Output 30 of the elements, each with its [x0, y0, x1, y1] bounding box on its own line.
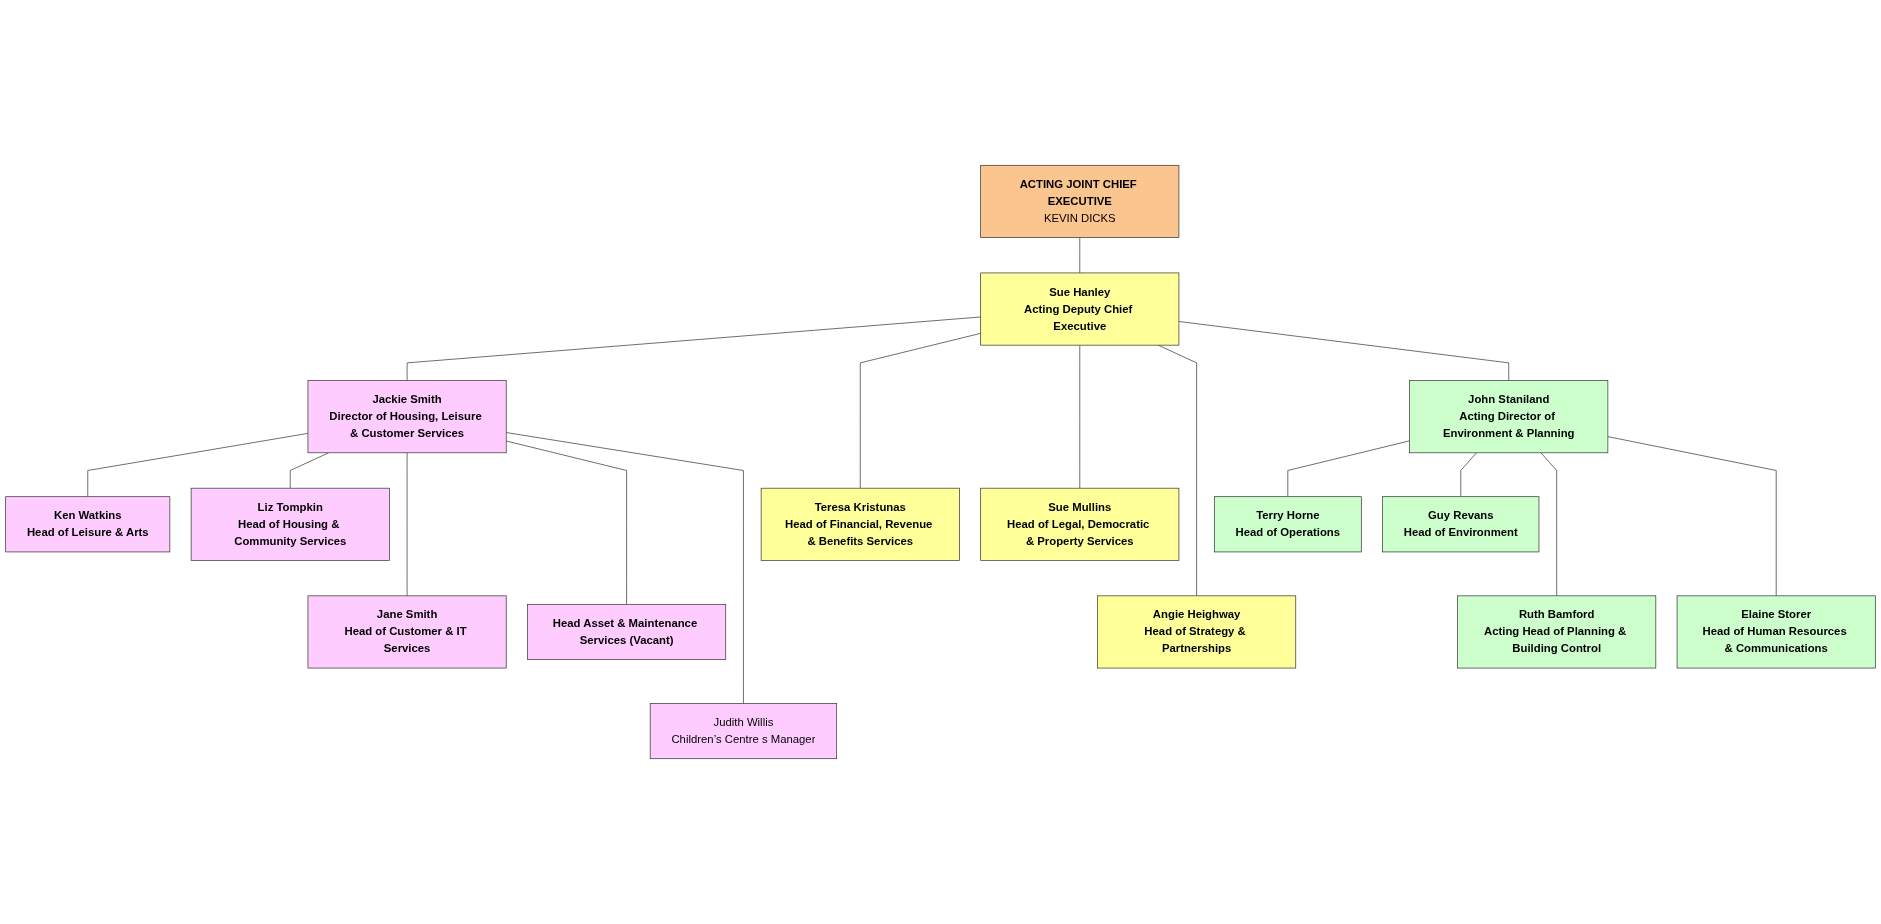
node-box: Head Asset & Maintenance Services (Vacant) — [527, 603, 727, 660]
node-box: Terry Horne Head of Operations — [1213, 496, 1362, 553]
node-box: Sue Hanley Acting Deputy Chief Executive — [980, 272, 1180, 346]
node-box: Judith Willis Children’s Centre s Manager — [649, 703, 838, 760]
node-box: Ruth Bamford Acting Head of Planning & Building Control — [1457, 595, 1657, 669]
connector — [289, 452, 330, 489]
node-box: ACTING JOINT CHIEF EXECUTIVE KEVIN DICKS — [980, 164, 1180, 238]
connector — [87, 433, 309, 498]
node-box: John Staniland Acting Director of Environment & Planning — [1409, 380, 1609, 454]
node-box: Liz Tompkin Head of Housing & Community Services — [190, 487, 390, 561]
node-box: Angie Heighway Head of Strategy & Partnerships — [1097, 595, 1297, 669]
connector — [1178, 321, 1510, 381]
connector — [406, 452, 408, 597]
connector — [1287, 440, 1410, 498]
connector — [505, 432, 744, 704]
connector — [406, 316, 981, 381]
connector — [1079, 344, 1081, 489]
connector — [859, 333, 981, 489]
node-box: Sue Mullins Head of Legal, Democratic & Property Services — [980, 487, 1180, 561]
node-box: Ken Watkins Head of Leisure & Arts — [5, 496, 171, 553]
connector — [1607, 436, 1777, 597]
connector — [1079, 237, 1081, 274]
node-box: Guy Revans Head of Environment — [1382, 496, 1540, 553]
node-box: Elaine Storer Head of Human Resources & Communications — [1676, 595, 1876, 669]
connector — [1460, 452, 1477, 498]
node-box: Jackie Smith Director of Housing, Leisure & Customer Services — [307, 380, 507, 454]
node-box: Jane Smith Head of Customer & IT Services — [307, 595, 507, 669]
node-box: Teresa Kristunas Head of Financial, Revenue & Benefits Services — [760, 487, 960, 561]
connector — [1540, 452, 1558, 597]
connector — [505, 440, 627, 605]
